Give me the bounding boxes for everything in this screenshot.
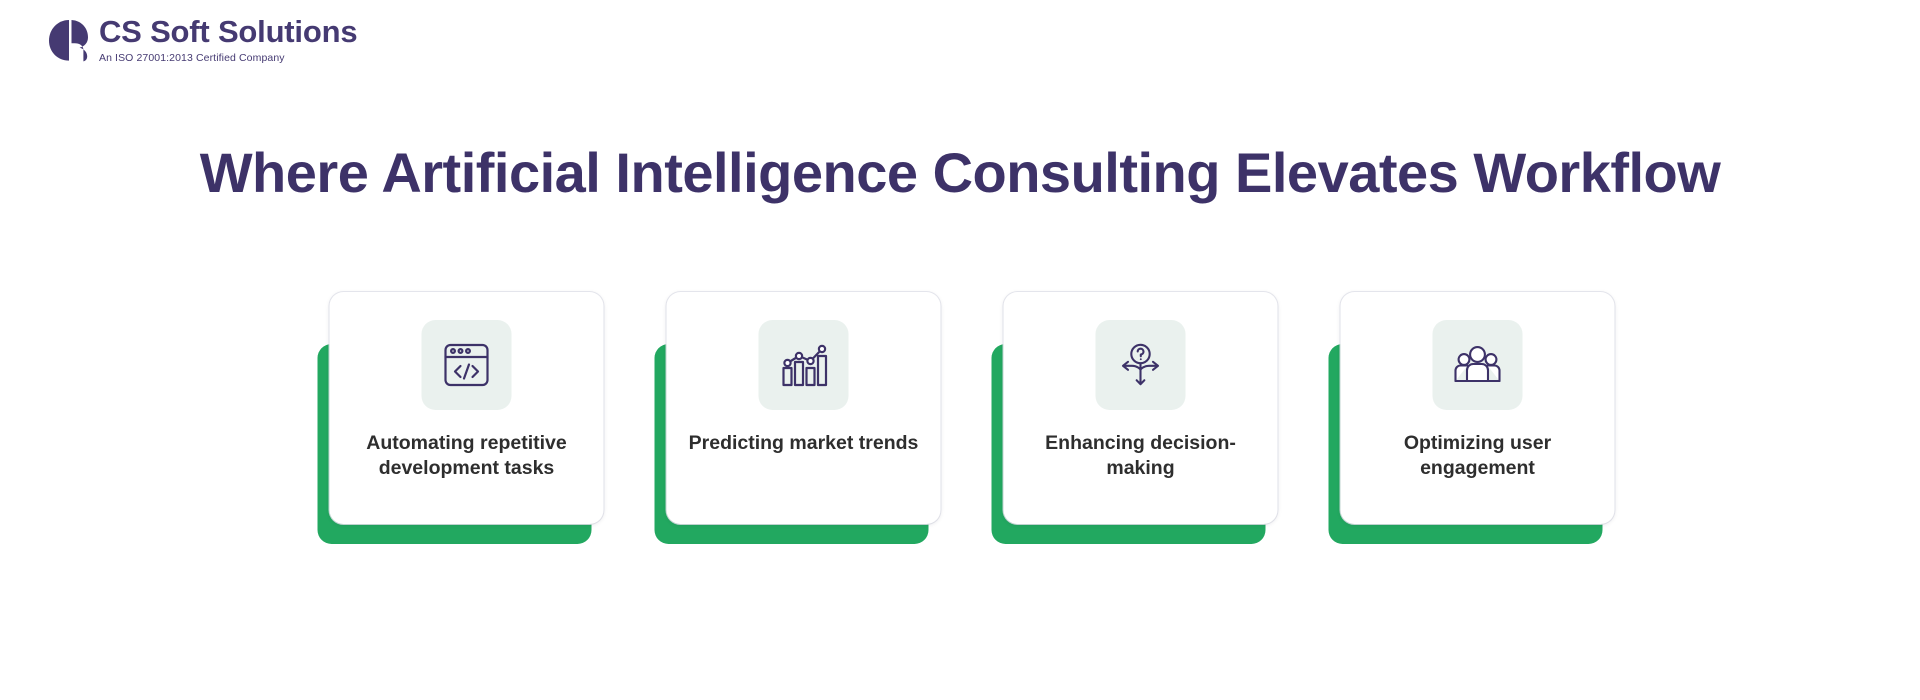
card-title: Optimizing user engagement bbox=[1403, 432, 1552, 479]
card-surface[interactable]: Optimizing user engagement bbox=[1340, 292, 1615, 524]
brand-tagline: An ISO 27001:2013 Certified Company bbox=[99, 51, 285, 64]
card-title: Automating repetitive development tasks bbox=[366, 432, 567, 479]
feature-card-optimizing-user-engagement[interactable]: Optimizing user engagement bbox=[1328, 292, 1615, 544]
card-title: Enhancing decision-making bbox=[1045, 432, 1236, 479]
page-title: Where Artificial Intelligence Consulting… bbox=[199, 141, 1721, 204]
card-surface[interactable]: Automating repetitive development tasks bbox=[329, 292, 604, 524]
feature-card-predicting-market-trends[interactable]: Predicting market trends bbox=[654, 292, 941, 544]
decision-arrows-question-icon bbox=[1095, 320, 1186, 410]
card-title: Predicting market trends bbox=[688, 432, 919, 454]
card-surface[interactable]: Predicting market trends bbox=[666, 292, 941, 524]
feature-card-automating-repetitive-development-tasks[interactable]: Automating repetitive development tasks bbox=[317, 292, 604, 544]
bar-chart-trend-icon bbox=[758, 320, 849, 410]
brand-text: CS Soft Solutions An ISO 27001:2013 Cert… bbox=[99, 14, 358, 64]
feature-card-row: Automating repetitive development tasks bbox=[317, 292, 1615, 544]
brand-name: CS Soft Solutions bbox=[99, 14, 358, 49]
brand-logo[interactable]: CS Soft Solutions An ISO 27001:2013 Cert… bbox=[47, 14, 358, 64]
user-group-icon bbox=[1432, 320, 1523, 410]
code-window-icon bbox=[421, 320, 512, 410]
card-surface[interactable]: Enhancing decision-making bbox=[1003, 292, 1278, 524]
feature-card-enhancing-decision-making[interactable]: Enhancing decision-making bbox=[991, 292, 1278, 544]
cs-monogram-icon bbox=[47, 18, 89, 62]
